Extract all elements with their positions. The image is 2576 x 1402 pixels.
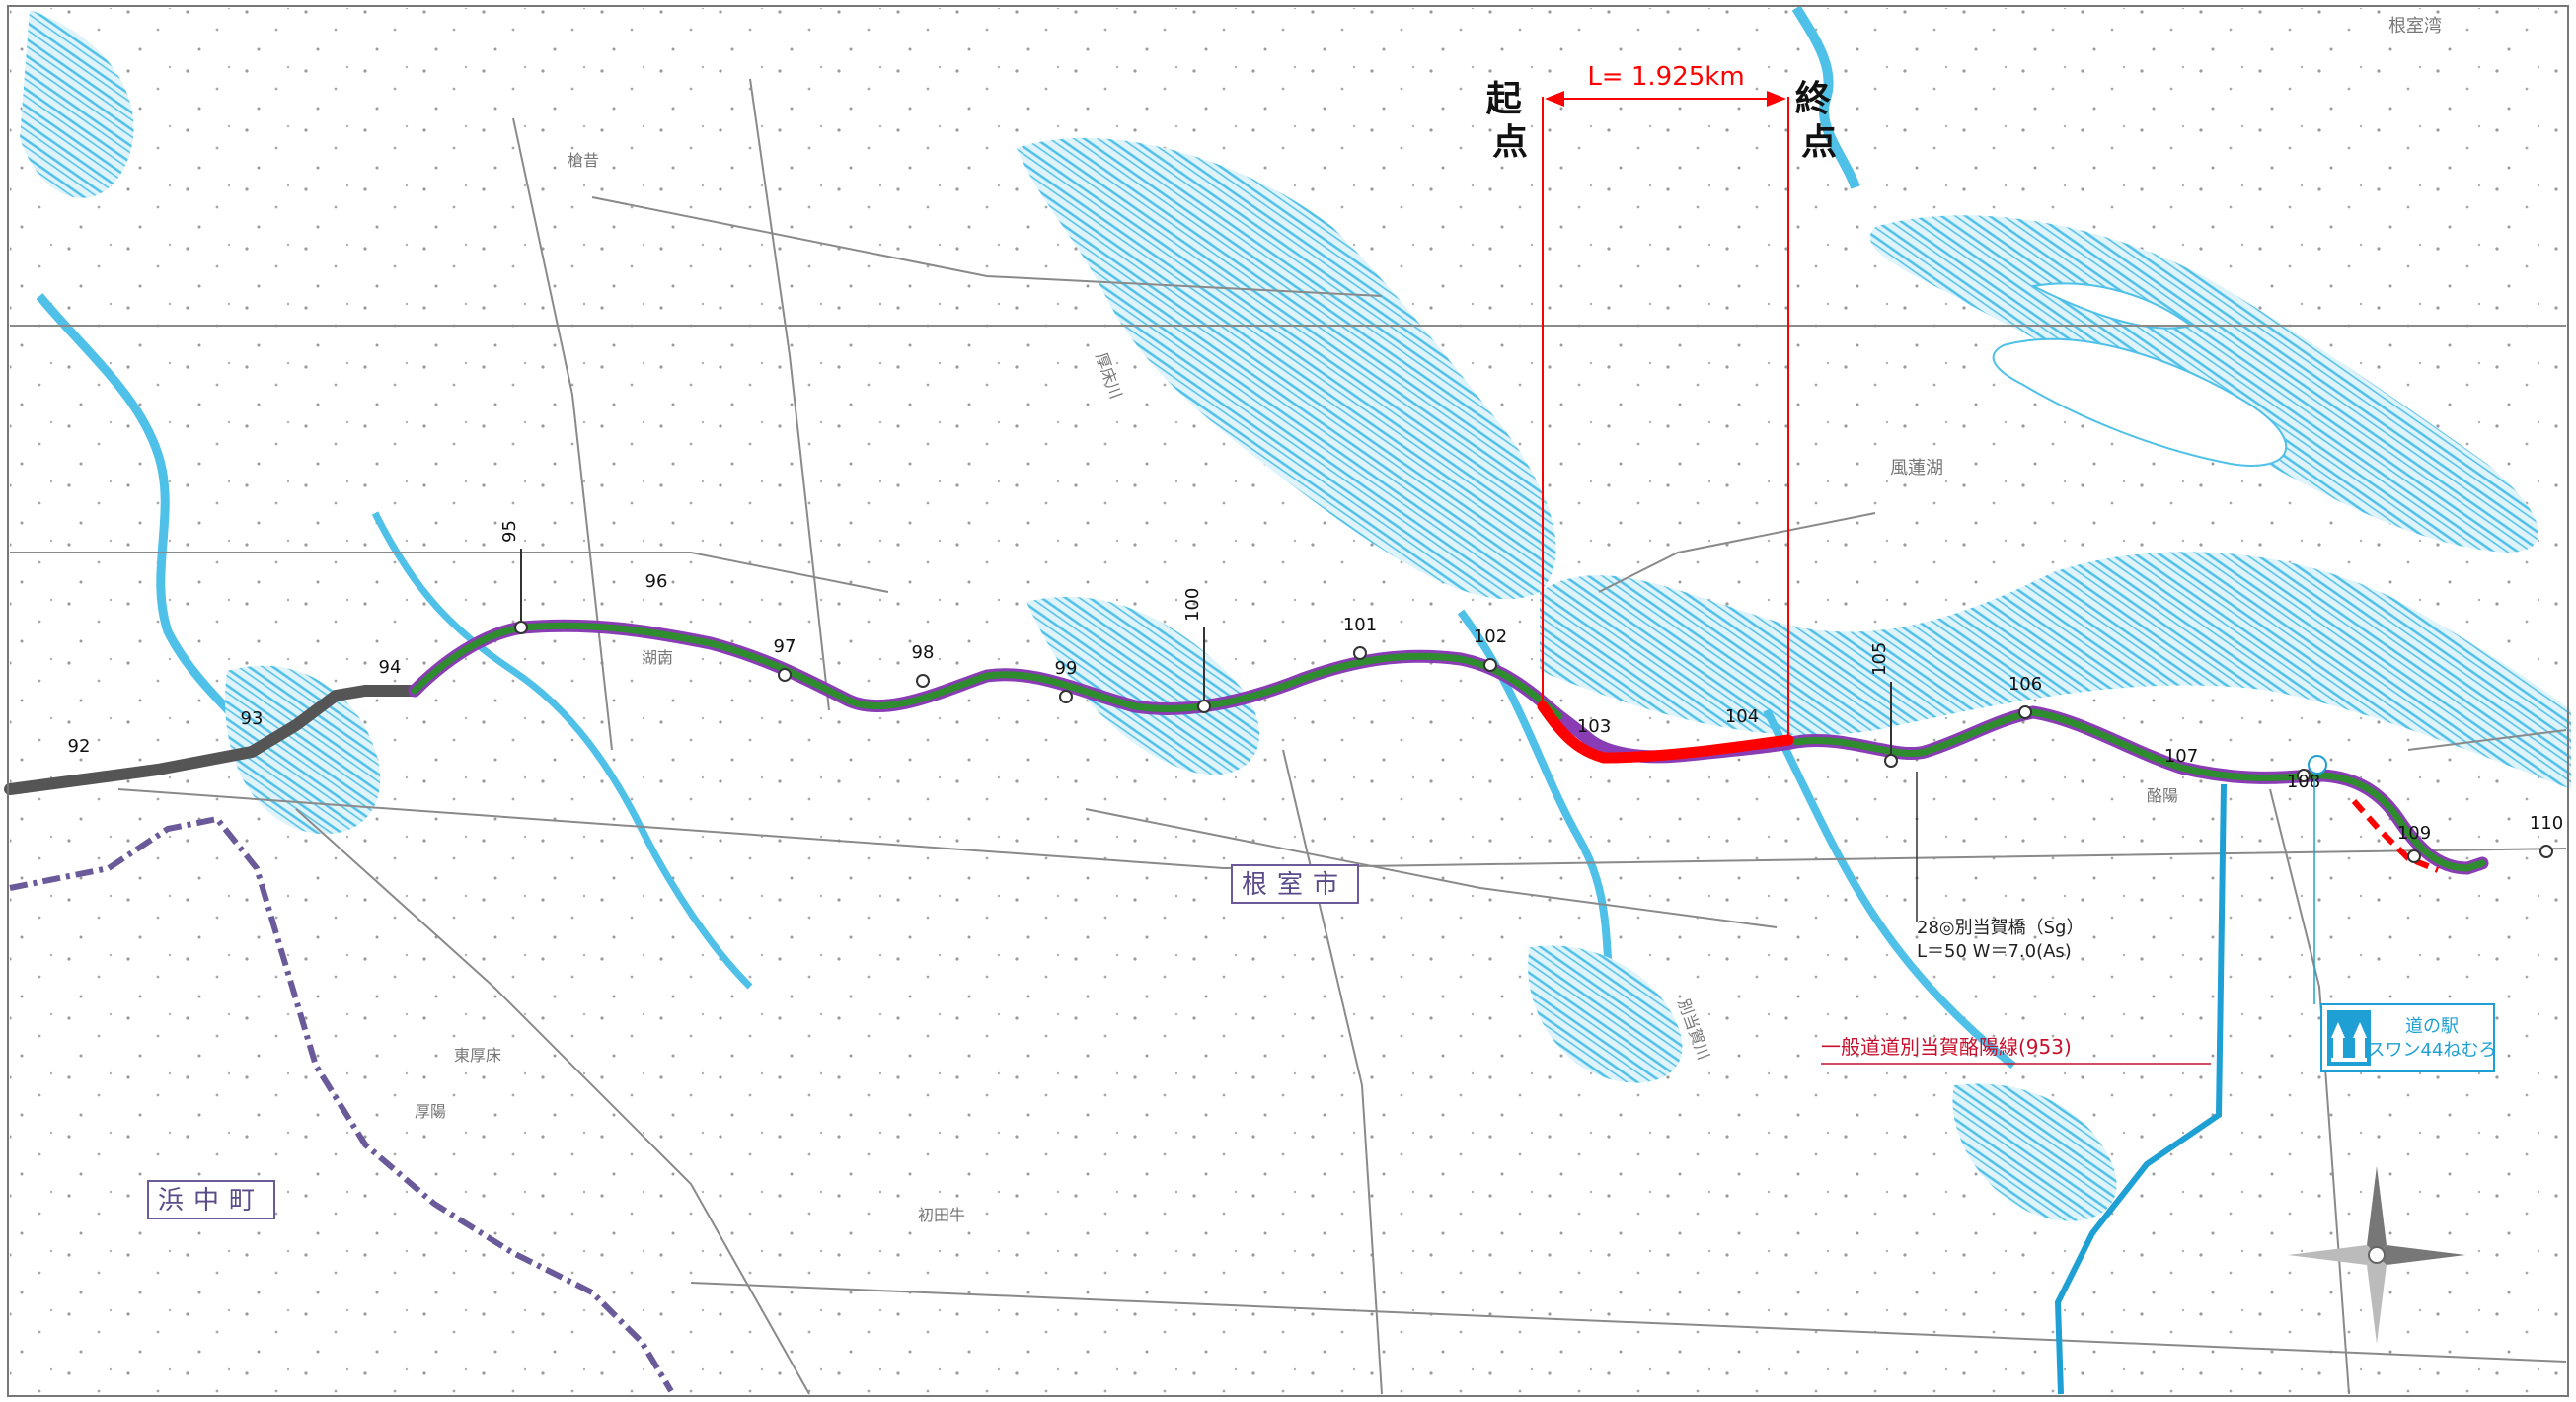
kilo-post-marker	[1353, 646, 1367, 660]
kilo-post-label: 107	[2164, 746, 2198, 767]
marsh-top-left	[20, 10, 134, 198]
red-segment-east	[2351, 799, 2440, 873]
marsh-bottom-center	[1528, 945, 1683, 1083]
kilo-post-marker	[1884, 754, 1898, 768]
locality-label-3: 厚陽	[415, 1102, 446, 1121]
town-label: 浜中町	[158, 1186, 265, 1216]
kilo-post-label: 109	[2397, 823, 2431, 844]
kilo-post-label: 96	[645, 571, 668, 592]
water-bodies	[20, 5, 2571, 1221]
bridge-label-line-1: 28◎別当賀橋（Sg）	[1917, 918, 2084, 938]
bay-label: 根室湾	[2388, 16, 2442, 37]
kilo-post-marker	[1483, 658, 1497, 672]
lake-inner	[1992, 337, 2288, 467]
kilo-post-label: 94	[379, 657, 402, 678]
roadside-station-line-2: スワン44ねむろ	[2368, 1040, 2497, 1061]
end-label: 終 点	[1795, 79, 1844, 163]
roadside-station-icon	[2331, 1022, 2367, 1062]
target-section-red	[1537, 701, 1794, 764]
kilo-post-marker	[2297, 769, 2311, 782]
kilo-post-label: 105	[1869, 642, 1890, 676]
kilo-post-label: 99	[1055, 658, 1078, 679]
roadside-station-line-1: 道の駅	[2405, 1016, 2459, 1037]
kilo-post-label: 106	[2008, 674, 2042, 695]
city-label-box	[1231, 864, 1359, 904]
kilo-post-label: 97	[774, 636, 796, 657]
kilo-post-markers: 92 93 94 95 96 97 98 99 100 101 102 103 104 105 106 107…	[68, 520, 2563, 863]
start-label: 起 点	[1486, 79, 1535, 163]
section-markers: L= 1.925km	[1542, 61, 1789, 740]
marsh-center	[1026, 596, 1260, 775]
locality-label-4: 東厚床	[454, 1046, 501, 1065]
kilo-post-label: 110	[2530, 813, 2563, 834]
roadside-station-badge: 道の駅 スワン44ねむろ	[2308, 755, 2497, 1072]
kilo-post-label: 95	[499, 520, 520, 543]
side-road-bettoga-rakuyo	[2054, 783, 2227, 1395]
kilo-post-marker	[2018, 705, 2032, 719]
kilo-post-marker	[1059, 690, 1073, 703]
locality-label-1: 槍昔	[568, 151, 599, 170]
city-label: 根室市	[1242, 870, 1348, 900]
kilo-post-marker	[514, 621, 528, 634]
town-label-box	[147, 1180, 275, 1219]
kilo-post-label: 101	[1343, 615, 1377, 635]
length-arrow-head-right	[1767, 91, 1786, 107]
route-gray-segment	[4, 685, 420, 795]
kilo-post-label: 93	[241, 708, 264, 729]
side-road-label: 一般道道別当賀酪陽線(953)	[1821, 1035, 2072, 1059]
map-frame	[7, 5, 2569, 1397]
kilo-post-marker	[1197, 700, 1211, 713]
kilo-post-label: 108	[2287, 772, 2320, 792]
municipal-boundary	[9, 815, 674, 1393]
kilo-post-label: 98	[912, 642, 935, 663]
locality-label-6: 湖南	[642, 648, 673, 667]
kilo-post-label: 92	[68, 736, 91, 757]
locality-label-5: 酪陽	[2147, 786, 2178, 805]
kilo-post-label: 104	[1725, 706, 1759, 727]
kilo-post-label: 103	[1577, 716, 1611, 737]
lake-label: 風蓮湖	[1890, 458, 1943, 479]
kilo-post-marker	[2407, 849, 2421, 863]
river-left-2	[371, 511, 753, 990]
bridge-label-line-2: L＝50 W＝7.0(As)	[1917, 941, 2072, 962]
marsh-bottom-right	[1952, 1083, 2117, 1221]
marsh-mid-left	[225, 665, 381, 835]
kilo-post-marker	[916, 674, 930, 688]
kilo-post-marker	[2539, 845, 2553, 858]
river-top-right	[1791, 5, 1860, 189]
kilo-post-label: 100	[1182, 588, 1203, 622]
compass-rose-icon	[2288, 1166, 2465, 1344]
lake-shore-strip	[1540, 552, 2571, 789]
kilo-post-label: 102	[1474, 627, 1507, 647]
marsh-top-center	[1017, 137, 1556, 600]
locality-label-2: 初田牛	[918, 1206, 965, 1224]
route-main-green-east	[1792, 708, 2486, 872]
river-bettoga	[1763, 708, 2016, 1070]
section-length-label: L= 1.925km	[1587, 62, 1744, 92]
kilo-post-marker	[778, 668, 792, 682]
route-main-green-west	[411, 622, 1563, 720]
length-arrow-head-left	[1545, 91, 1564, 107]
